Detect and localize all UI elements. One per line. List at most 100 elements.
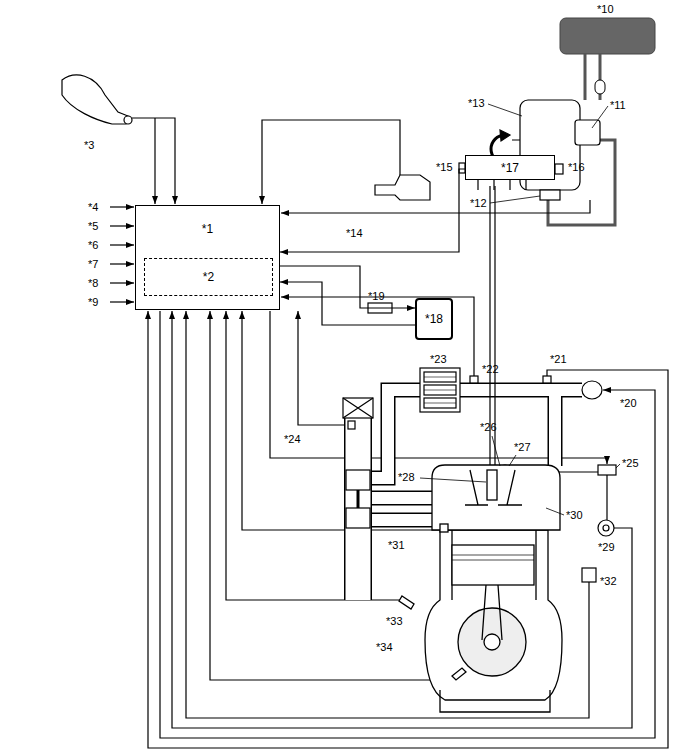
wires [186,311,589,718]
callout-number: *4 [88,200,98,214]
callout-number: *8 [88,276,98,290]
supply-pump [540,190,560,200]
leader-lines [490,196,540,203]
wires [154,118,155,204]
leader-lines [492,436,500,466]
leader-lines [509,455,516,466]
callout-number: *13 [468,96,485,110]
callout-number: *31 [388,538,405,552]
supply-pump [500,130,510,141]
wires [281,200,590,213]
callout-number: *9 [88,295,98,309]
engine [458,608,526,676]
engine [465,470,522,505]
fuel-tank [560,18,655,100]
callout-number: *32 [600,574,617,588]
node-label: *17 [501,161,519,175]
wires [110,263,134,264]
fuel-tank [560,18,655,54]
engine [440,690,550,712]
callout-number: *27 [514,440,531,454]
common-rail-box: *17 [465,155,555,180]
driver-box: *18 [415,298,453,340]
engine [452,545,534,585]
control-unit-box: *1 *2 [135,205,280,310]
wires [281,297,474,376]
wires [262,120,400,204]
callout-number: *24 [284,432,301,446]
engine [484,634,500,650]
callout-number: *20 [620,396,637,410]
callout-number: *23 [430,352,447,366]
wires [110,282,134,283]
engine [482,585,502,640]
leader-lines [546,508,564,515]
sensors [582,381,602,399]
turbo-parts [346,508,370,528]
engine [487,470,497,500]
callout-number: *12 [470,196,487,210]
callout-number: *16 [568,160,585,174]
engine [432,465,560,530]
wires [148,311,668,748]
supply-pump [491,100,600,200]
engine [452,530,536,600]
air-pipes [346,418,371,600]
callout-number: *11 [610,98,626,112]
turbo-parts [343,398,373,418]
pedal [62,75,128,124]
turbo-parts [346,470,370,490]
callout-number: *33 [386,614,403,628]
callout-number: *10 [597,2,614,16]
pedal [62,75,132,124]
wires [226,311,402,600]
sensors [555,164,563,174]
turbo-parts [343,398,373,418]
engine [399,596,414,609]
node-label: *1 [202,222,213,236]
injector-lines [478,180,526,190]
engine [452,668,466,680]
callout-number: *28 [398,470,415,484]
wires [110,301,134,302]
intercooler [424,377,456,403]
sensor-14 [375,175,430,200]
injector-lines [478,180,526,470]
node-label: *2 [203,270,214,284]
intercooler [420,368,460,412]
signal-connector [280,282,415,325]
wires [172,311,632,728]
engine [425,530,562,700]
callout-number: *22 [482,362,499,376]
sensors [598,520,614,536]
engine [452,555,534,560]
callout-number: *19 [368,289,385,303]
turbo-parts [357,490,360,508]
signal-connector [280,266,415,308]
wires [110,225,134,226]
wires [110,244,134,245]
air-pipes [344,418,372,600]
callout-number: *21 [550,352,567,366]
sensor-14 [375,175,430,200]
leader-lines [616,464,620,468]
callout-number: *7 [88,257,98,271]
sub-unit-box: *2 [144,258,273,296]
leader-lines [592,106,608,128]
fuel-tank [595,80,605,94]
wires [132,118,175,204]
callout-number: *25 [622,456,639,470]
intercooler [420,368,460,412]
sensors [470,376,478,383]
wires [110,206,134,207]
sensors [582,568,596,582]
leader-lines [488,104,522,116]
callout-number: *29 [598,540,615,554]
supply-pump [575,120,600,145]
engine [399,465,562,712]
wires [298,311,348,425]
callout-number: *3 [84,138,94,152]
